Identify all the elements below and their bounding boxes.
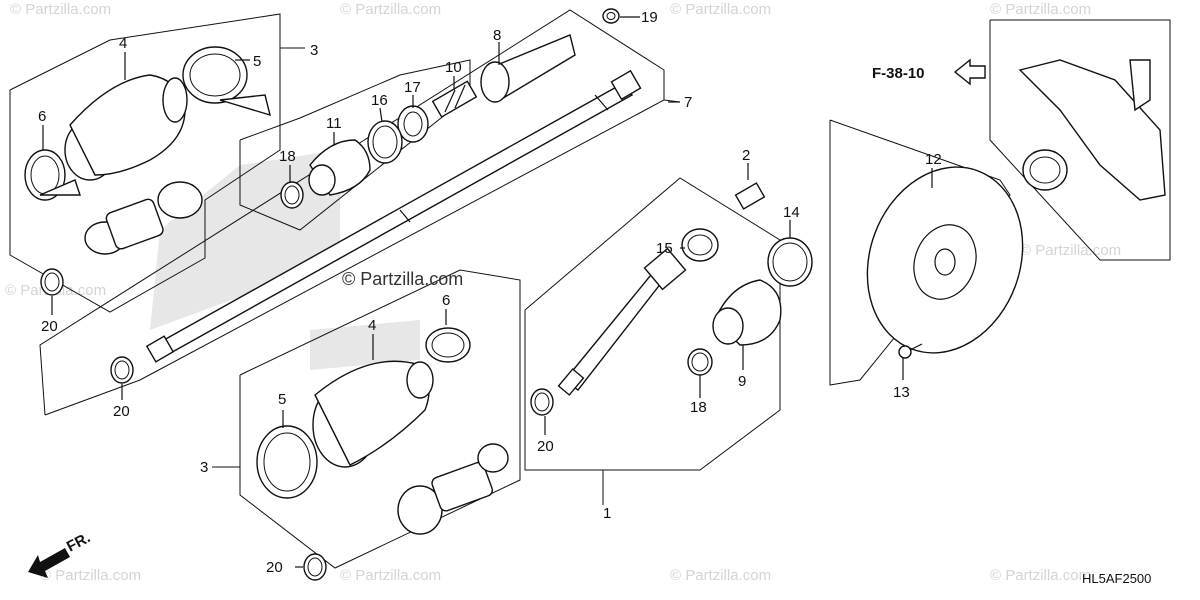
frame-group-1 bbox=[524, 177, 781, 471]
frame-inner bbox=[239, 59, 471, 231]
frame-group-7 bbox=[39, 9, 665, 416]
diagram-code: HL5AF2500 bbox=[1082, 571, 1151, 586]
front-label: FR. bbox=[64, 529, 93, 555]
callout-18: 18 bbox=[279, 148, 296, 165]
boot-11 bbox=[308, 139, 371, 196]
callout-10: 10 bbox=[445, 59, 462, 76]
ring-20 bbox=[40, 268, 64, 296]
ring-18-lower bbox=[687, 348, 713, 376]
bearing-17 bbox=[397, 105, 429, 143]
frame-group-3-lower bbox=[239, 269, 521, 569]
callout-3: 3 bbox=[200, 459, 208, 476]
ring-20 bbox=[303, 553, 327, 581]
watermark-text: © Partzilla.com bbox=[670, 567, 771, 584]
o-ring-19 bbox=[602, 8, 620, 24]
callout-9: 9 bbox=[738, 373, 746, 390]
watermark-text: © Partzilla.com bbox=[40, 567, 141, 584]
callout-20: 20 bbox=[113, 403, 130, 420]
callout-15: 15 bbox=[656, 240, 673, 257]
reference-arrow bbox=[953, 58, 986, 86]
watermark-text: © Partzilla.com bbox=[10, 1, 111, 18]
watermark-text: © Partzilla.com bbox=[670, 1, 771, 18]
frame-hub bbox=[989, 19, 1171, 261]
upper-boot bbox=[64, 74, 188, 181]
driveshaft bbox=[145, 69, 642, 363]
leader-lines bbox=[42, 16, 933, 568]
bolt-13 bbox=[898, 343, 923, 359]
callout-5: 5 bbox=[253, 53, 261, 70]
lower-joint bbox=[397, 443, 509, 535]
callout-18: 18 bbox=[690, 399, 707, 416]
bushing-15 bbox=[681, 228, 719, 262]
watermark-layer: © Partzilla.com © Partzilla.com © Partzi… bbox=[5, 1, 1121, 584]
callout-19: 19 bbox=[641, 9, 658, 26]
callout-7: 7 bbox=[684, 94, 692, 111]
callout-2: 2 bbox=[742, 147, 750, 164]
upper-joint bbox=[84, 181, 203, 255]
o-ring-14 bbox=[767, 237, 813, 287]
callout-12: 12 bbox=[925, 151, 942, 168]
watermark-text: © Partzilla.com bbox=[1020, 242, 1121, 259]
spring-2 bbox=[734, 182, 766, 210]
watermark-text: © Partzilla.com bbox=[340, 567, 441, 584]
callout-14: 14 bbox=[783, 204, 800, 221]
boot-9 bbox=[712, 279, 782, 346]
callout-6: 6 bbox=[442, 292, 450, 309]
callout-17: 17 bbox=[404, 79, 421, 96]
lower-clamp-6 bbox=[425, 327, 471, 363]
callout-13: 13 bbox=[893, 384, 910, 401]
callout-3: 3 bbox=[310, 42, 318, 59]
wheel-hub bbox=[1018, 59, 1166, 201]
reference-label: F-38-10 bbox=[872, 65, 925, 82]
inner-shaft bbox=[557, 247, 687, 396]
callouts: 1 2 3 3 4 4 5 5 6 6 7 8 9 10 11 12 13 14… bbox=[38, 9, 942, 576]
front-arrow-icon bbox=[28, 548, 70, 578]
lower-clamp-5 bbox=[256, 425, 318, 499]
upper-clamp-5 bbox=[182, 46, 271, 117]
spring-10 bbox=[431, 80, 478, 118]
watermark-text: © Partzilla.com bbox=[990, 567, 1091, 584]
copyright-label: © Partzilla.com bbox=[342, 269, 463, 289]
brake-disc-12 bbox=[866, 166, 1024, 354]
lower-boot bbox=[312, 360, 434, 468]
sleeve-8 bbox=[480, 34, 576, 103]
ring-20 bbox=[110, 356, 134, 384]
callout-16: 16 bbox=[371, 92, 388, 109]
callout-6: 6 bbox=[38, 108, 46, 125]
callout-4: 4 bbox=[368, 317, 376, 334]
watermark-text: © Partzilla.com bbox=[990, 1, 1091, 18]
ring-18-upper bbox=[280, 181, 304, 209]
callout-4: 4 bbox=[119, 35, 127, 52]
callout-5: 5 bbox=[278, 391, 286, 408]
callout-1: 1 bbox=[603, 505, 611, 522]
callout-11: 11 bbox=[326, 115, 342, 132]
ring-20 bbox=[530, 388, 554, 416]
watermark-text: © Partzilla.com bbox=[340, 1, 441, 18]
callout-20: 20 bbox=[41, 318, 58, 335]
ring-16 bbox=[367, 120, 403, 164]
callout-20: 20 bbox=[266, 559, 283, 576]
callout-20: 20 bbox=[537, 438, 554, 455]
callout-8: 8 bbox=[493, 27, 501, 44]
upper-clamp-6 bbox=[24, 149, 81, 201]
